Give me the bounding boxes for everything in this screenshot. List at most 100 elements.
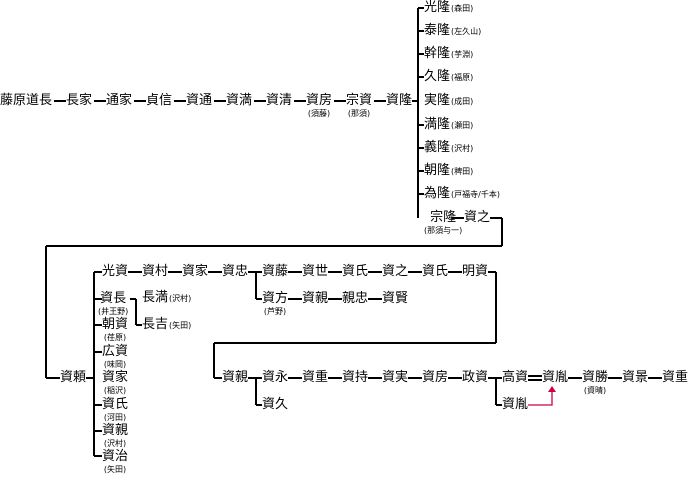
node-sukechika2: 資親(沢村)	[102, 423, 128, 449]
node-name: 資氏	[342, 264, 369, 279]
node-name: 久隆	[424, 69, 451, 84]
node-name: 藤原道長	[0, 93, 53, 108]
node-mitsusuke: 光資	[102, 264, 128, 280]
node-name: 資清	[266, 93, 293, 108]
node-masasuke: 政資	[462, 370, 488, 386]
node-sukeie2: 資家(稲沢)	[102, 370, 128, 396]
node-note: (芦野)	[263, 307, 287, 316]
node-name: 資之	[382, 264, 409, 279]
node-name: 実隆	[424, 93, 451, 108]
node-name: 資方	[262, 291, 289, 306]
node-name: 義隆	[424, 140, 451, 155]
node-name: 長吉	[142, 317, 169, 332]
node-name: 資重	[662, 370, 689, 385]
node-mitsutaka: 光隆(森田)	[424, 0, 473, 17]
node-sukeshige2: 資重	[662, 370, 688, 386]
node-sukemitsu: 資満	[226, 93, 252, 109]
node-sukekage: 資景	[622, 370, 648, 386]
node-sukemichi: 資通	[186, 93, 212, 109]
node-note: (芋淵)	[451, 50, 474, 59]
node-yasutaka: 泰隆(左久山)	[424, 23, 481, 40]
node-name: 資之	[464, 210, 491, 225]
node-name: 幹隆	[424, 46, 451, 61]
node-name: 資実	[382, 370, 409, 385]
node-name: 資胤	[502, 397, 529, 412]
node-name: 長家	[66, 93, 93, 108]
node-sukekiyo: 資清	[266, 93, 292, 109]
node-sukekata2: 資賢	[382, 291, 408, 307]
node-sukechika: 資親	[302, 291, 328, 307]
node-sukeyo: 資世	[302, 264, 328, 280]
node-note: (那須)	[347, 109, 371, 118]
node-nagamitsu: 長満(沢村)	[142, 290, 191, 307]
node-name: 資家	[102, 370, 129, 385]
node-note: (稲沢)	[103, 386, 127, 395]
node-name: 資賢	[382, 291, 409, 306]
node-name: 宗資	[346, 93, 373, 108]
node-sukekata: 資方(芦野)	[262, 291, 288, 317]
node-tametaka: 為隆(戸福寺/千本)	[424, 186, 500, 203]
node-name: 資村	[142, 264, 169, 279]
node-tomotaka: 朝隆(稗田)	[424, 163, 473, 180]
node-takasuke: 高資	[502, 370, 528, 386]
node-chikatada: 親忠	[342, 291, 368, 307]
node-note: (味岡)	[103, 360, 127, 369]
node-nagaie: 長家	[66, 93, 92, 109]
node-name: 資頼	[60, 370, 87, 385]
node-sukeuji: 資氏	[342, 264, 368, 280]
node-sukeyuki2: 資之	[382, 264, 408, 280]
node-hirosuke: 広資(味岡)	[102, 344, 128, 370]
node-name: 満隆	[424, 117, 451, 132]
node-name: 資治	[102, 449, 129, 464]
node-name: 高資	[502, 370, 529, 385]
node-name: 資永	[262, 370, 289, 385]
node-suketane: 資胤	[542, 370, 568, 386]
node-name: 宗隆	[430, 210, 457, 225]
node-name: 通家	[106, 93, 133, 108]
node-note: (戸福寺/千本)	[451, 190, 500, 199]
node-hisataka: 久隆(福原)	[424, 69, 473, 86]
node-sukeyuki: 資之	[464, 210, 490, 226]
node-name: 資親	[222, 370, 249, 385]
node-fujiwara-michinaga: 藤原道長	[0, 93, 52, 109]
node-note: (矢田)	[103, 465, 127, 474]
node-note: (沢村)	[103, 439, 127, 448]
node-sukekatsu: 資勝(資晴)	[582, 370, 608, 396]
node-name: 資氏	[422, 264, 449, 279]
node-tomosuke: 朝資(荏原)	[102, 317, 128, 343]
node-note: (成田)	[451, 97, 474, 106]
node-sadanobu: 貞信	[146, 93, 172, 109]
node-sukehisa: 資久	[262, 397, 288, 413]
node-note: (矢田)	[169, 321, 192, 330]
node-name: 資藤	[262, 264, 289, 279]
node-name: 明資	[462, 264, 489, 279]
node-sukenaga: 資長(井王野)	[98, 291, 128, 317]
node-note: (瀬田)	[451, 121, 474, 130]
node-name: 資隆	[386, 93, 413, 108]
node-name: 資胤	[542, 370, 569, 385]
node-name: 資家	[182, 264, 209, 279]
node-nagayoshi: 長吉(矢田)	[142, 317, 191, 334]
node-name: 朝資	[102, 317, 129, 332]
node-munesuke: 宗資(那須)	[346, 93, 372, 119]
node-note: (森田)	[451, 4, 474, 13]
node-michiie: 通家	[106, 93, 132, 109]
node-sanetaka: 実隆(成田)	[424, 93, 473, 110]
node-note: (稗田)	[451, 167, 474, 176]
node-sukenaka: 資隆	[386, 93, 412, 109]
node-sukeuji3: 資氏(河田)	[102, 397, 128, 423]
node-note: (那須与一)	[424, 226, 463, 235]
node-note: (資晴)	[583, 386, 607, 395]
node-name: 長満	[142, 290, 169, 305]
node-name: 資氏	[102, 397, 129, 412]
node-akisuke: 明資	[462, 264, 488, 280]
node-name: 資忠	[222, 264, 249, 279]
node-note: (荏原)	[103, 333, 127, 342]
node-note: (福原)	[451, 73, 474, 82]
node-note: (須藤)	[307, 109, 331, 118]
node-name: 資重	[302, 370, 329, 385]
node-name: 政資	[462, 370, 489, 385]
node-note: (沢村)	[169, 294, 192, 303]
node-sukefusa2: 資房	[422, 370, 448, 386]
